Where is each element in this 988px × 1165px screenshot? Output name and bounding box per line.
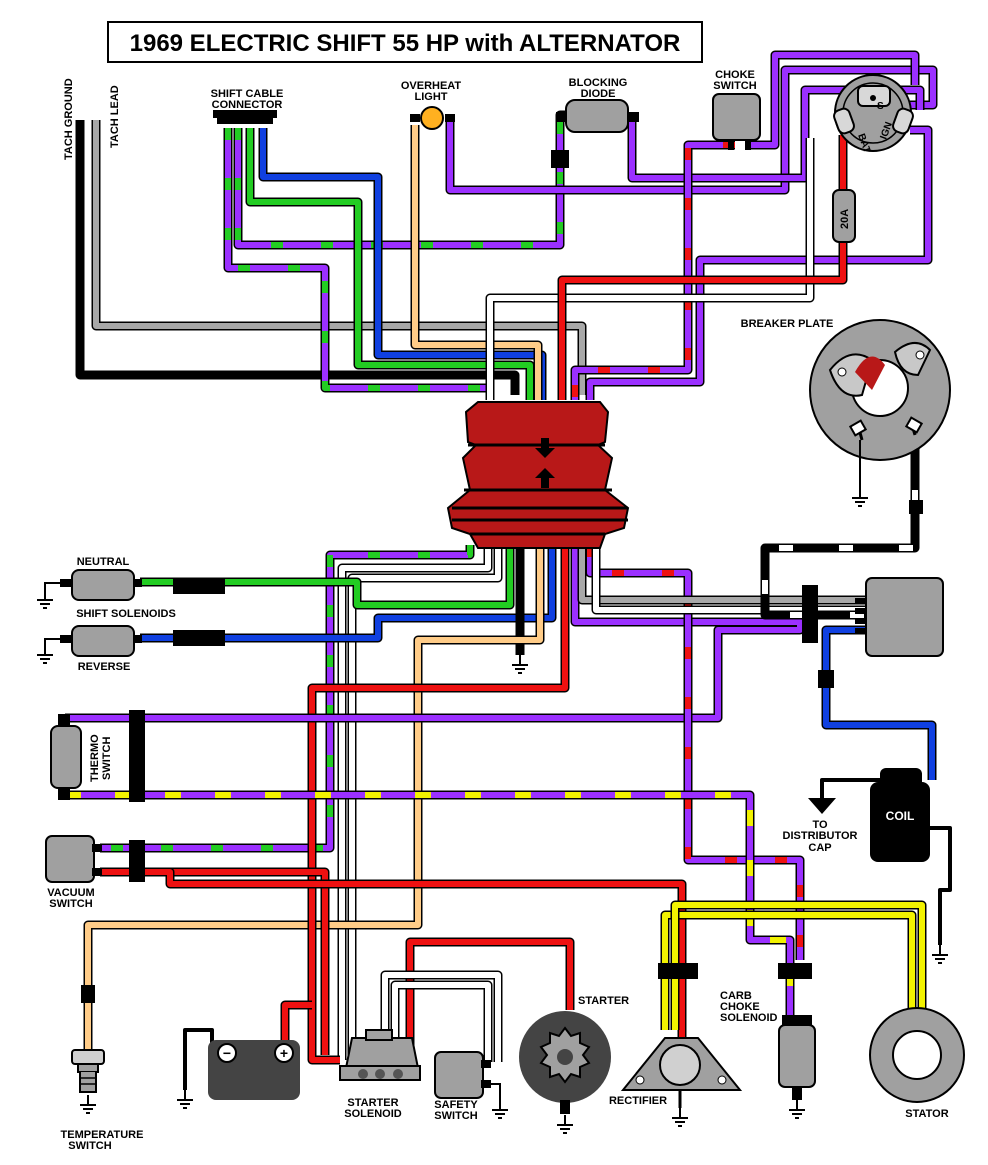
wire-purple-key-ign xyxy=(585,125,933,400)
labels: TACH GROUND TACH LEAD SHIFT CABLE CONNEC… xyxy=(47,69,948,1152)
starter-solenoid-label-1: STARTER xyxy=(347,1097,398,1109)
wire-red-vacuum xyxy=(100,867,330,1055)
breaker-plate-label: BREAKER PLATE xyxy=(741,318,834,330)
rectifier-label: RECTIFIER xyxy=(609,1095,667,1107)
to-distributor-label-1: TO xyxy=(812,819,828,831)
wire-red-starter xyxy=(405,937,575,1060)
neutral-label: NEUTRAL xyxy=(77,556,130,568)
wire-white-key xyxy=(485,138,815,400)
wire-tan-temp xyxy=(83,545,545,1050)
stator-label: STATOR xyxy=(905,1108,948,1120)
wire-green-neutral xyxy=(140,545,515,610)
wire-tan-overheat xyxy=(410,125,543,400)
reverse-solenoid xyxy=(36,625,142,664)
wire-black-coil-distributor xyxy=(820,778,880,800)
wire-blue-reverse xyxy=(140,545,557,643)
wire-white-bottom-2 xyxy=(347,545,503,1060)
blocking-diode-label-2: DIODE xyxy=(581,88,616,100)
distributor xyxy=(855,577,944,657)
shift-solenoids-label: SHIFT SOLENOIDS xyxy=(76,608,176,620)
key-s-label: S xyxy=(877,101,884,112)
starter-solenoid-label-2: SOLENOID xyxy=(344,1108,402,1120)
battery: − + xyxy=(208,1040,300,1100)
wire-purple-thermo xyxy=(65,545,805,723)
terminal-block xyxy=(446,401,630,549)
vacuum-label-1: VACUUM xyxy=(47,887,94,899)
stator xyxy=(869,1007,965,1103)
wire-purple-red-carb xyxy=(585,545,805,960)
diagram-title: 1969 ELECTRIC SHIFT 55 HP with ALTERNATO… xyxy=(130,30,681,57)
tach-lead-label: TACH LEAD xyxy=(109,85,121,148)
to-distributor-label-3: CAP xyxy=(808,842,831,854)
ignition-coil: COIL xyxy=(870,768,930,862)
temperature-switch-label-1: TEMPERATURE xyxy=(61,1129,144,1141)
carb-choke-label-2: CHOKE xyxy=(720,1001,760,1013)
wire-red-starter-solenoid xyxy=(307,545,570,1065)
starter-motor xyxy=(519,1011,611,1134)
to-distributor-label-2: DISTRIBUTOR xyxy=(783,830,858,842)
wire-gray-distributor xyxy=(577,545,865,605)
key-switch[interactable]: S BAT IGN xyxy=(832,74,914,155)
starter-solenoid xyxy=(339,1029,421,1081)
overheat-label-1: OVERHEAT xyxy=(401,80,462,92)
wire-white-safety-2 xyxy=(380,970,503,1062)
distributor-cap-arrow xyxy=(808,798,836,814)
temperature-switch xyxy=(71,1049,105,1114)
wire-black-battery-ground xyxy=(183,1028,214,1090)
wire-white-safety-1 xyxy=(390,980,493,1062)
carb-choke-solenoid xyxy=(778,1015,816,1119)
neutral-solenoid xyxy=(36,569,142,609)
blocking-diode xyxy=(556,99,639,133)
thermo-switch xyxy=(50,714,82,800)
carb-choke-label-1: CARB xyxy=(720,990,752,1002)
wire-purple-red-choke xyxy=(570,140,735,400)
fuse-20a: 20A xyxy=(832,189,856,243)
overheat-label-2: LIGHT xyxy=(415,91,448,103)
choke-switch xyxy=(712,93,761,150)
choke-switch-label-1: CHOKE xyxy=(715,69,755,81)
safety-switch-label-1: SAFETY xyxy=(434,1099,478,1111)
temperature-switch-label-2: SWITCH xyxy=(68,1140,111,1152)
shift-cable-label-2: CONNECTOR xyxy=(212,99,283,111)
connector-bands xyxy=(81,110,923,1003)
breaker-plate xyxy=(809,319,951,507)
wire-red-battery-solenoid xyxy=(280,1000,312,1040)
wire-black-tach-ground xyxy=(75,120,520,395)
vacuum-label-2: SWITCH xyxy=(49,898,92,910)
coil-label: COIL xyxy=(886,809,915,823)
shift-cable-label-1: SHIFT CABLE xyxy=(211,88,284,100)
wire-black-coil-ground xyxy=(900,826,952,945)
wire-purple-overheat-key xyxy=(445,65,938,195)
carb-choke-label-3: SOLENOID xyxy=(720,1012,778,1024)
starter-label: STARTER xyxy=(578,995,629,1007)
wire-red-rectifier xyxy=(140,867,687,1040)
reverse-label: REVERSE xyxy=(78,661,131,673)
wire-white-bottom-1 xyxy=(337,545,493,1060)
blocking-diode-label-1: BLOCKING xyxy=(569,77,628,89)
rectifier xyxy=(620,1037,743,1127)
wire-purple-diode-key xyxy=(627,85,925,183)
vacuum-switch xyxy=(45,835,102,883)
tach-ground-label: TACH GROUND xyxy=(63,78,75,160)
wire-blue-coil xyxy=(821,625,937,780)
wire-gray-tach-lead xyxy=(91,120,587,395)
choke-switch-label-2: SWITCH xyxy=(713,80,756,92)
battery-negative-label: − xyxy=(223,1045,231,1061)
thermo-label-2: SWITCH xyxy=(101,737,113,780)
thermo-label-1: THERMO xyxy=(89,734,101,782)
overheat-light xyxy=(410,106,455,130)
battery-positive-label: + xyxy=(280,1045,288,1061)
safety-switch xyxy=(434,1051,509,1119)
fuse-label: 20A xyxy=(839,209,851,229)
wire-purple-green-neutral-bottom xyxy=(100,545,475,853)
wire-green-shift xyxy=(245,128,535,400)
safety-switch-label-2: SWITCH xyxy=(434,1110,477,1122)
title-box: 1969 ELECTRIC SHIFT 55 HP with ALTERNATO… xyxy=(107,21,703,63)
wire-white-distributor xyxy=(591,545,865,615)
wire-purple-choke-switch xyxy=(748,50,920,150)
